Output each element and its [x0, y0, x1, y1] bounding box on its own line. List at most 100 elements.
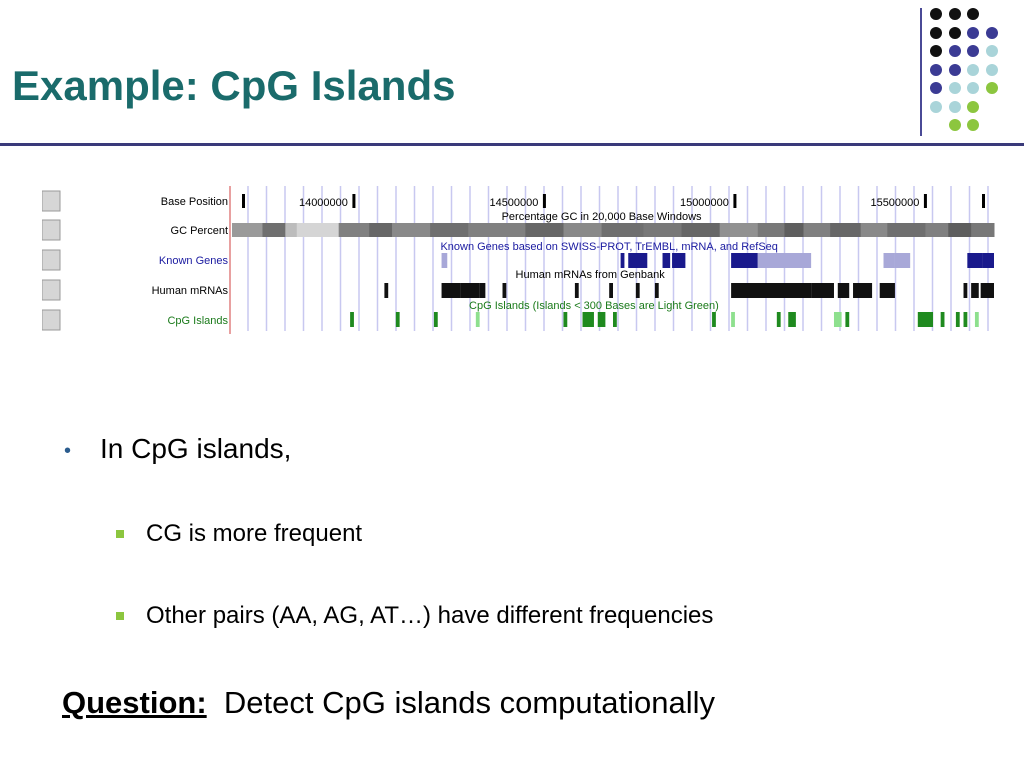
bullet-marker: •	[64, 440, 72, 462]
cpg-island	[776, 312, 781, 327]
position-label: 14500000	[489, 197, 538, 209]
cpg-island	[788, 312, 796, 327]
gc-bar	[887, 223, 926, 237]
track-title-mrna: Human mRNAs from Genbank	[516, 269, 666, 281]
track-label: Known Genes	[159, 255, 229, 267]
decorative-dot	[948, 63, 961, 76]
cpg-island	[955, 312, 960, 327]
cpg-island	[712, 312, 716, 327]
cpg-island	[582, 312, 594, 327]
mrna-block	[502, 283, 507, 298]
gc-bar	[525, 223, 564, 237]
position-tick	[352, 194, 356, 208]
gc-bar	[860, 223, 888, 237]
gc-bar	[643, 223, 683, 237]
mrna-block	[479, 283, 486, 298]
mrna-block	[980, 283, 994, 298]
position-tick	[542, 194, 546, 208]
gc-bar	[784, 223, 804, 237]
gene-block	[662, 253, 671, 268]
track-toggle-button	[42, 190, 61, 212]
decorative-dot	[930, 100, 942, 113]
decorative-dot-grid	[930, 8, 1020, 138]
gc-bar	[830, 223, 862, 237]
track-label: CpG Islands	[167, 315, 228, 327]
decorative-dot	[930, 82, 942, 94]
cpg-island	[395, 312, 400, 327]
gc-bar	[925, 223, 949, 237]
gene-block	[894, 253, 911, 268]
gc-bar	[392, 223, 431, 237]
mrna-block	[441, 283, 461, 298]
gc-bar	[285, 223, 298, 237]
decorative-dot	[948, 100, 961, 113]
decorative-dot	[967, 100, 979, 113]
question-text: Detect CpG islands computationally	[223, 685, 715, 720]
mrna-block	[609, 283, 613, 298]
decorative-dot	[948, 45, 961, 57]
gc-bar	[681, 223, 721, 237]
track-toggle-button	[42, 219, 61, 241]
decorative-dot	[967, 26, 979, 39]
track-label: Base Position	[161, 196, 228, 208]
gc-bar	[803, 223, 831, 237]
cpg-island	[963, 312, 968, 327]
track-label: Human mRNAs	[152, 285, 229, 297]
mrna-block	[971, 283, 979, 298]
gc-bar	[296, 223, 340, 237]
subbullet-marker	[116, 530, 124, 538]
gc-bar	[719, 223, 759, 237]
track-label: GC Percent	[171, 225, 228, 237]
decorative-dot	[967, 63, 979, 76]
gc-bar	[971, 223, 995, 237]
cpg-island	[974, 312, 979, 327]
subbullet-cg-frequent: CG is more frequent	[146, 520, 363, 547]
decorative-dot	[967, 82, 979, 94]
decorative-vertical-line	[920, 8, 922, 136]
track-title-gc: Percentage GC in 20,000 Base Windows	[502, 211, 702, 223]
gene-block	[883, 253, 895, 268]
position-tick	[982, 194, 985, 208]
cpg-island	[833, 312, 842, 327]
slide-title: Example: CpG Islands	[12, 62, 456, 109]
decorative-dot	[985, 63, 998, 76]
cpg-island	[350, 312, 354, 327]
mrna-block	[879, 283, 895, 298]
mrna-block	[460, 283, 480, 298]
decorative-dot	[930, 45, 942, 57]
position-tick	[923, 194, 927, 208]
mrna-block	[635, 283, 640, 298]
gc-bar	[262, 223, 286, 237]
mrna-block	[853, 283, 873, 298]
gc-bar	[232, 223, 263, 237]
mrna-block	[811, 283, 834, 298]
mrna-block	[837, 283, 850, 298]
gc-bar	[338, 223, 370, 237]
track-title-genes: Known Genes based on SWISS-PROT, TrEMBL,…	[440, 241, 777, 253]
gc-bar	[563, 223, 603, 237]
decorative-dot	[985, 45, 998, 57]
cpg-island	[940, 312, 945, 327]
gc-bar	[601, 223, 644, 237]
decorative-dot	[967, 8, 979, 20]
mrna-block	[654, 283, 659, 298]
gc-bar	[369, 223, 393, 237]
gene-block	[620, 253, 625, 268]
cpg-island	[475, 312, 480, 327]
gene-block	[967, 253, 983, 268]
bullet-in-cpg-islands: In CpG islands,	[100, 433, 292, 464]
gc-bar	[948, 223, 972, 237]
subbullet-other-pairs: Other pairs (AA, AG, AT…) have different…	[146, 602, 714, 629]
decorative-dot	[930, 26, 942, 39]
cpg-island	[433, 312, 438, 327]
subbullet-marker	[116, 612, 124, 620]
gene-block	[731, 253, 758, 268]
decorative-dot	[930, 63, 942, 76]
mrna-block	[963, 283, 968, 298]
cpg-island	[563, 312, 568, 327]
decorative-dot	[948, 26, 961, 39]
question-label: Question:	[62, 685, 207, 720]
gene-block	[672, 253, 686, 268]
decorative-dot	[930, 8, 942, 20]
